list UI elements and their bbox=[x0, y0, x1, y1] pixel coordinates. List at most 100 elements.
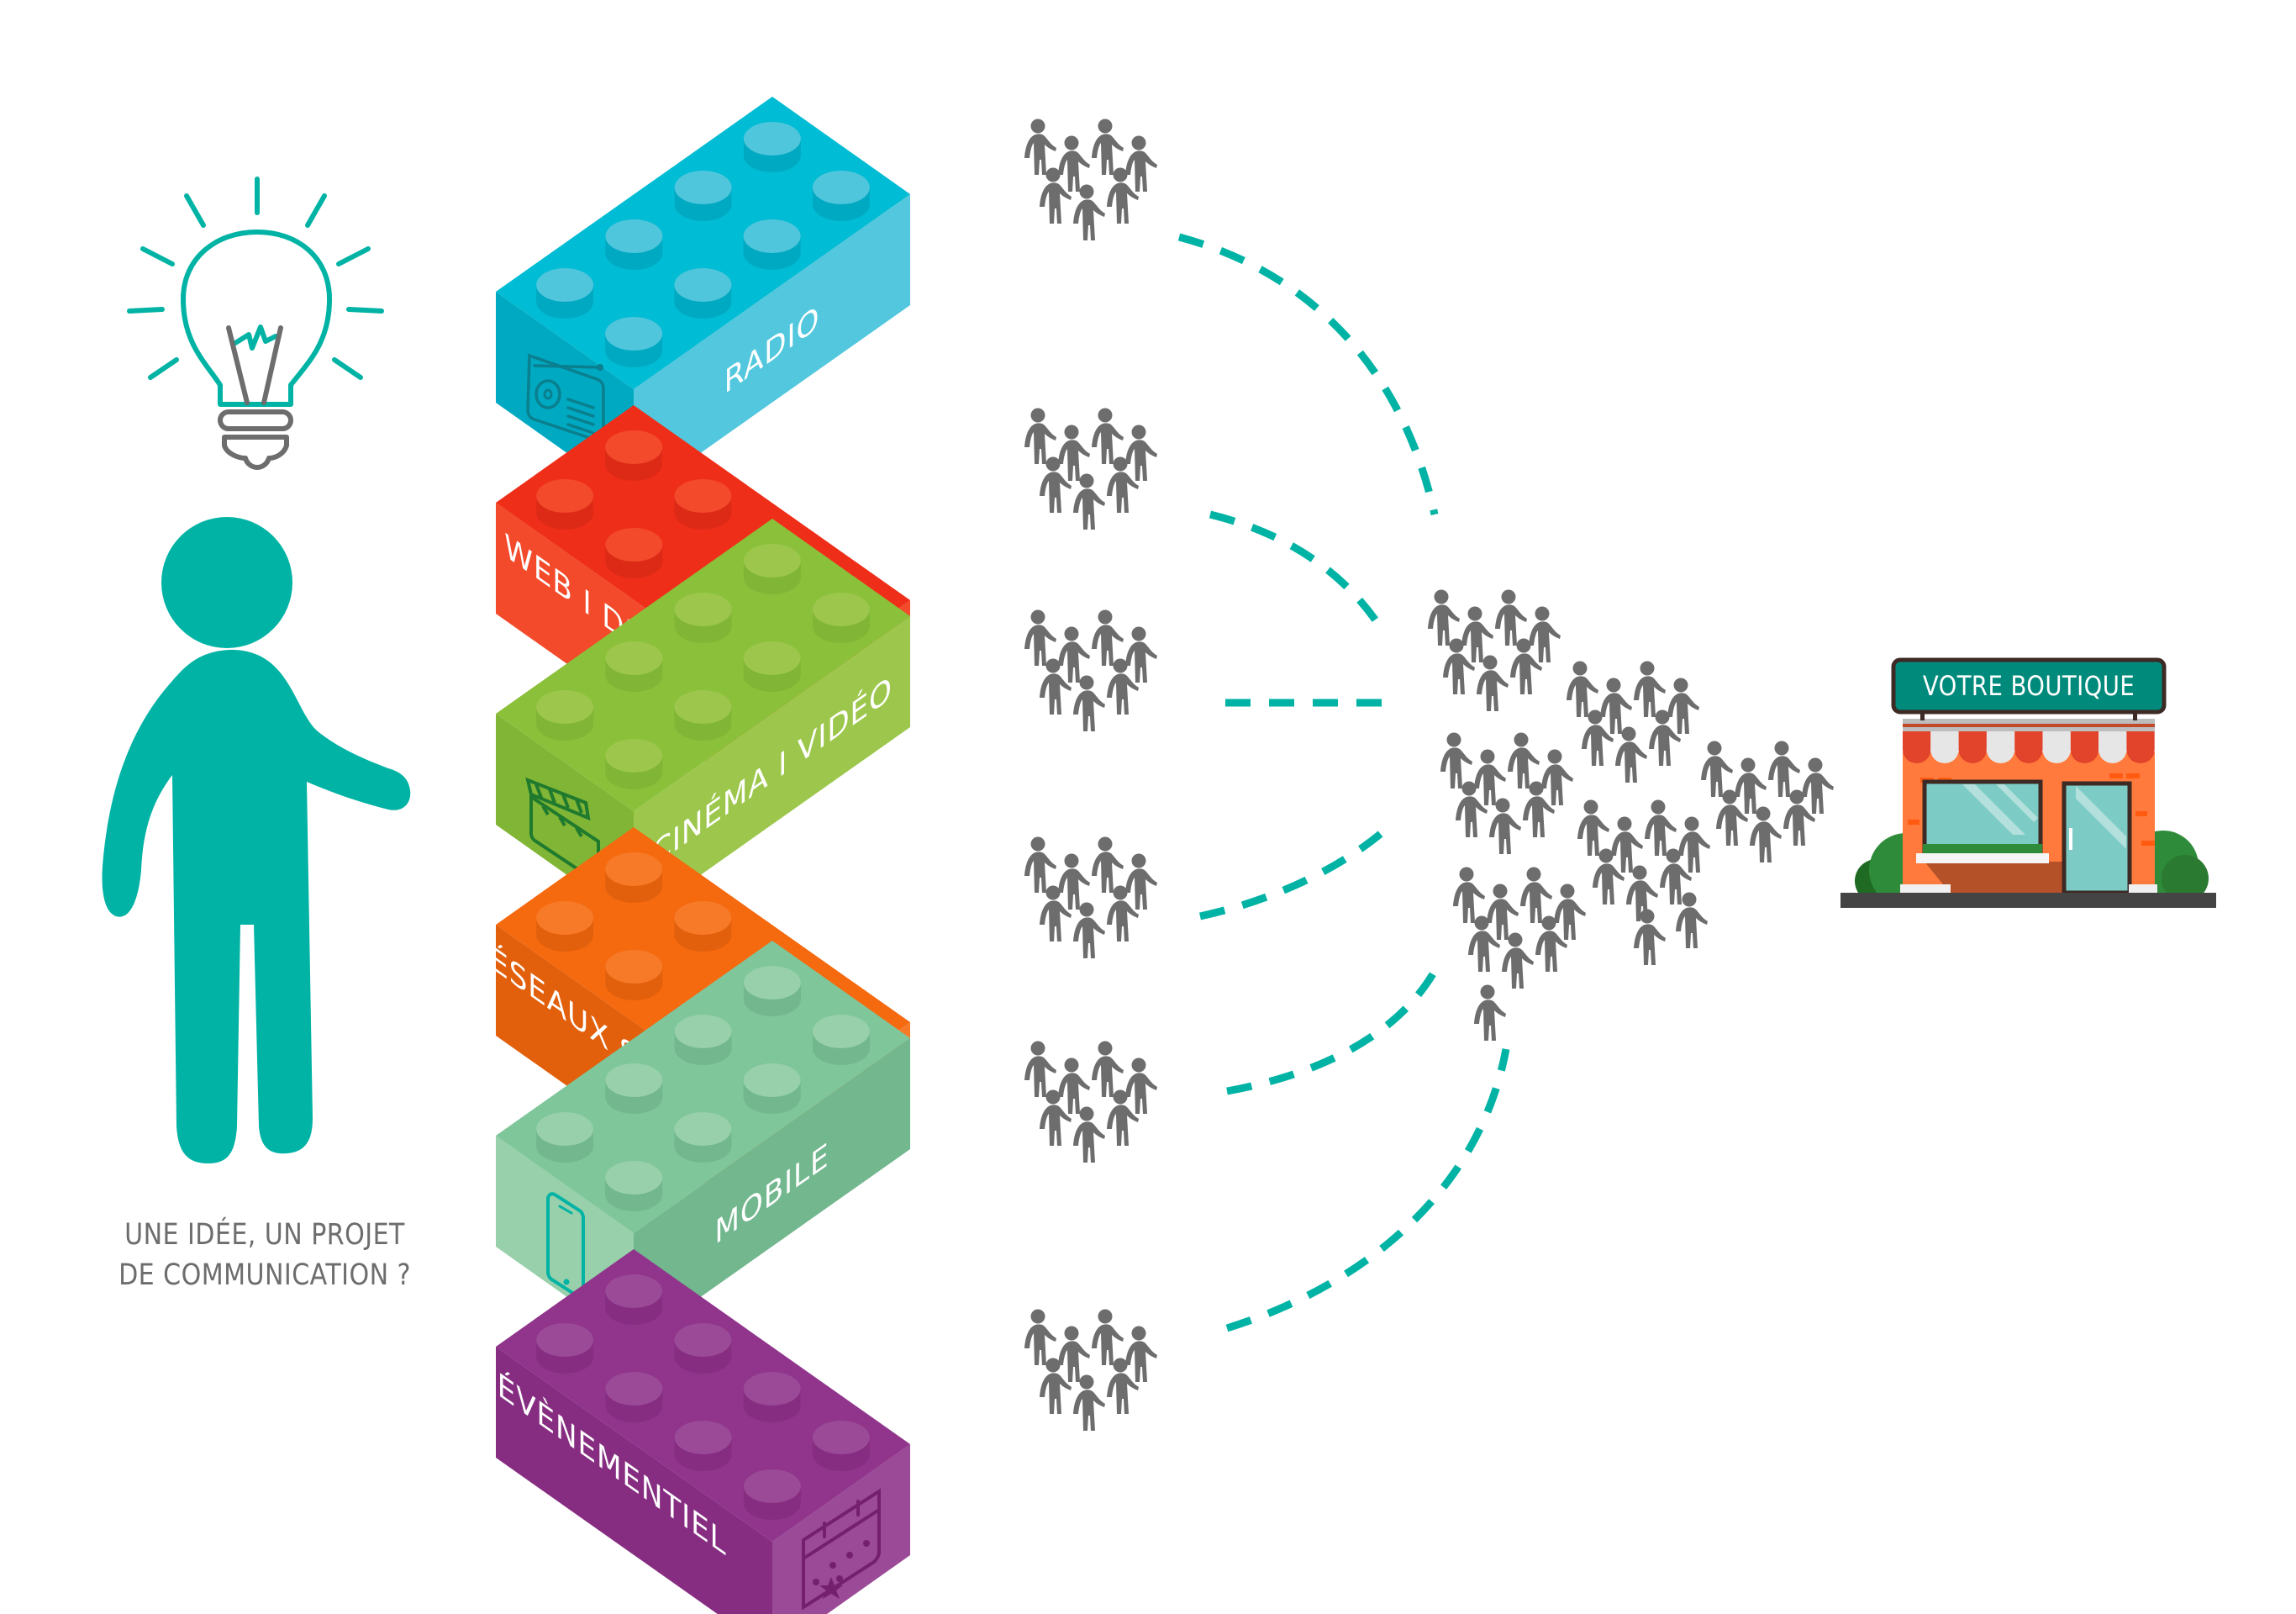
person-icon bbox=[1554, 883, 1586, 940]
brick-stud bbox=[674, 901, 732, 952]
person-icon bbox=[1040, 167, 1072, 224]
lightbulb-icon bbox=[127, 177, 384, 470]
brick-right-face bbox=[772, 1444, 910, 1614]
person-icon bbox=[1453, 867, 1485, 923]
person-icon bbox=[1440, 732, 1472, 789]
brick-stud bbox=[605, 1063, 663, 1114]
brick-stud bbox=[605, 1372, 663, 1422]
person-icon bbox=[102, 517, 411, 1163]
connectors bbox=[1177, 233, 1510, 1332]
brick-stud bbox=[674, 1323, 732, 1374]
connector-line-4 bbox=[1199, 824, 1391, 920]
person-icon bbox=[1461, 606, 1493, 662]
audience-group bbox=[1024, 408, 1157, 530]
person-icon bbox=[1040, 658, 1072, 715]
radio-icon bbox=[526, 353, 605, 442]
person-icon bbox=[1510, 638, 1542, 694]
brick-stud bbox=[743, 544, 801, 595]
brick-stud bbox=[743, 219, 801, 270]
brick-stud bbox=[674, 593, 732, 643]
brick-top-face bbox=[496, 1249, 910, 1542]
brick-stud bbox=[674, 479, 732, 530]
person-icon bbox=[1443, 638, 1475, 694]
person-icon bbox=[1092, 119, 1124, 175]
person-icon bbox=[1529, 606, 1561, 662]
crowd-cluster bbox=[1701, 741, 1834, 862]
brick-stud bbox=[536, 1112, 594, 1163]
brick-évènementiel: ÉVÈNEMENTIEL bbox=[496, 1249, 910, 1614]
person-icon bbox=[1567, 661, 1598, 717]
brick-stud bbox=[605, 317, 663, 367]
brick-stud bbox=[605, 1161, 663, 1211]
person-icon bbox=[1802, 757, 1834, 814]
person-icon bbox=[1073, 902, 1105, 958]
person-icon bbox=[1058, 1326, 1090, 1382]
brick-stud bbox=[605, 852, 663, 903]
person-icon bbox=[1487, 883, 1519, 940]
brick-stud bbox=[536, 1323, 594, 1374]
brick-stud bbox=[536, 690, 594, 741]
person-icon bbox=[1783, 789, 1815, 846]
person-icon bbox=[1645, 799, 1677, 856]
storefront-icon: VOTRE BOUTIQUE bbox=[1840, 657, 2216, 908]
brick-top-face bbox=[496, 519, 910, 811]
person-icon bbox=[1125, 1058, 1157, 1114]
person-icon bbox=[1024, 609, 1056, 666]
audience-groups bbox=[1024, 119, 1157, 1431]
calendar-icon bbox=[802, 1488, 881, 1611]
brick-stud bbox=[812, 1421, 870, 1471]
brick-stud bbox=[674, 1112, 732, 1163]
person-icon bbox=[1107, 167, 1139, 224]
person-icon bbox=[1495, 589, 1527, 646]
person-icon bbox=[1107, 1358, 1139, 1414]
brick-stud bbox=[605, 219, 663, 270]
brick-stud bbox=[605, 430, 663, 481]
person-icon bbox=[1073, 473, 1105, 530]
audience-group bbox=[1024, 609, 1157, 731]
person-icon bbox=[1107, 1089, 1139, 1146]
person-icon bbox=[1073, 1106, 1105, 1163]
person-icon bbox=[1474, 749, 1506, 805]
person-icon bbox=[1750, 806, 1782, 862]
brick-stud bbox=[674, 690, 732, 741]
person-icon bbox=[1107, 885, 1139, 942]
person-icon bbox=[1058, 425, 1090, 481]
brick-stud bbox=[812, 593, 870, 643]
store-sign bbox=[1891, 657, 2167, 715]
brick-stud bbox=[812, 171, 870, 221]
person-icon bbox=[1615, 726, 1647, 783]
brick-stud bbox=[536, 479, 594, 530]
brick-stud bbox=[743, 966, 801, 1016]
person-icon bbox=[1058, 626, 1090, 683]
person-icon bbox=[1477, 655, 1509, 711]
person-icon bbox=[1092, 609, 1124, 666]
connector-line-5 bbox=[1226, 957, 1446, 1095]
person-icon bbox=[1024, 836, 1056, 893]
brick-stud bbox=[743, 122, 801, 172]
person-icon bbox=[1024, 1309, 1056, 1365]
brick-stud bbox=[536, 901, 594, 952]
person-icon bbox=[1040, 456, 1072, 513]
person-icon bbox=[1073, 675, 1105, 731]
person-icon bbox=[1600, 678, 1632, 734]
person-icon bbox=[1125, 135, 1157, 192]
brick-stud bbox=[743, 641, 801, 692]
brick-right-face bbox=[634, 1038, 910, 1344]
person-icon bbox=[1073, 184, 1105, 240]
person-icon bbox=[1489, 798, 1521, 854]
intro-caption: UNE IDÉE, UN PROJET DE COMMUNICATION ? bbox=[106, 1215, 424, 1295]
person-icon bbox=[1582, 709, 1614, 766]
brick-stud bbox=[536, 268, 594, 319]
person-icon bbox=[1073, 1374, 1105, 1431]
audience-group bbox=[1024, 119, 1157, 240]
crowd-cluster bbox=[1440, 732, 1573, 854]
brick-stud bbox=[605, 641, 663, 692]
connector-line-2 bbox=[1209, 510, 1386, 633]
audience-group bbox=[1024, 836, 1157, 958]
person-icon bbox=[1024, 1041, 1056, 1097]
person-icon bbox=[1107, 456, 1139, 513]
person-icon bbox=[1125, 425, 1157, 481]
crowd-cluster bbox=[1453, 867, 1586, 989]
